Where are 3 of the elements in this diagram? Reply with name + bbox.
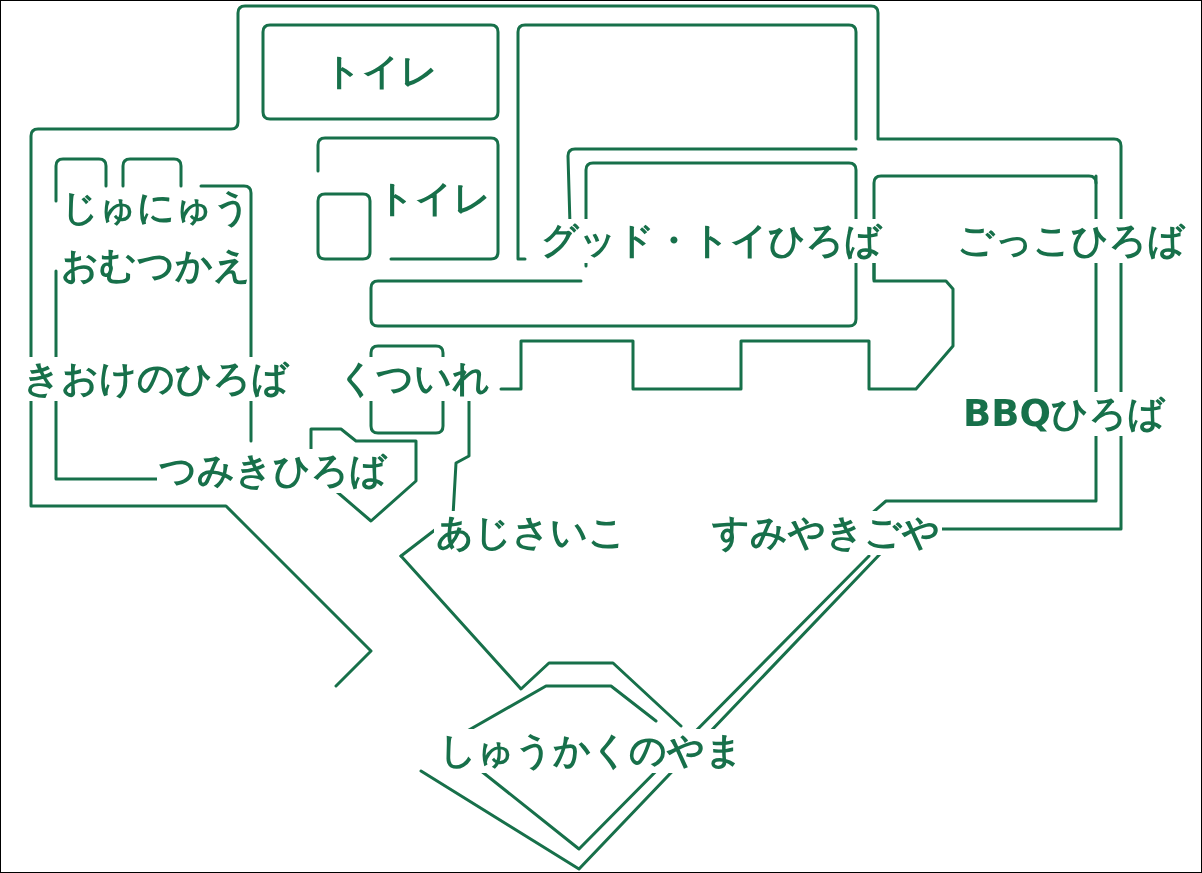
area-label: すみやきごや <box>710 511 942 556</box>
area-label: つみきひろば <box>157 449 389 494</box>
area-label: じゅにゅうおむつかえ <box>60 185 252 289</box>
